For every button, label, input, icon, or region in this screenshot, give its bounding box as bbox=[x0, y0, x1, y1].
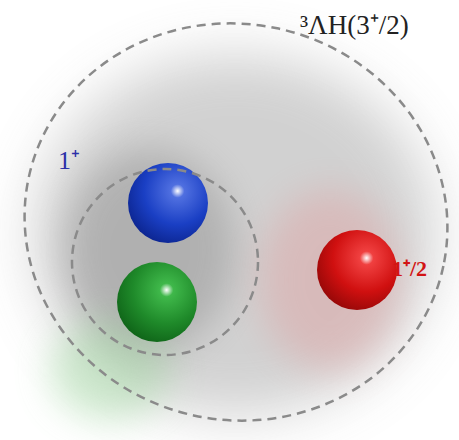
pair-spin-label: 1⁺ bbox=[58, 148, 80, 174]
lambda-node: 1⁺/2 bbox=[312, 226, 452, 316]
node-outline bbox=[70, 167, 260, 357]
nucleus-node: ³ΛH(3⁺/2)1⁺1⁺/2 bbox=[22, 22, 450, 422]
cloud bbox=[260, 190, 400, 370]
node-outline bbox=[312, 226, 452, 316]
node-outline bbox=[22, 22, 450, 422]
neutron-sphere bbox=[117, 262, 197, 342]
nucleus-label: ³ΛH(3⁺/2) bbox=[300, 12, 409, 39]
pair-node: 1⁺ bbox=[70, 167, 260, 357]
lambda-spin-label: 1⁺/2 bbox=[392, 258, 427, 280]
